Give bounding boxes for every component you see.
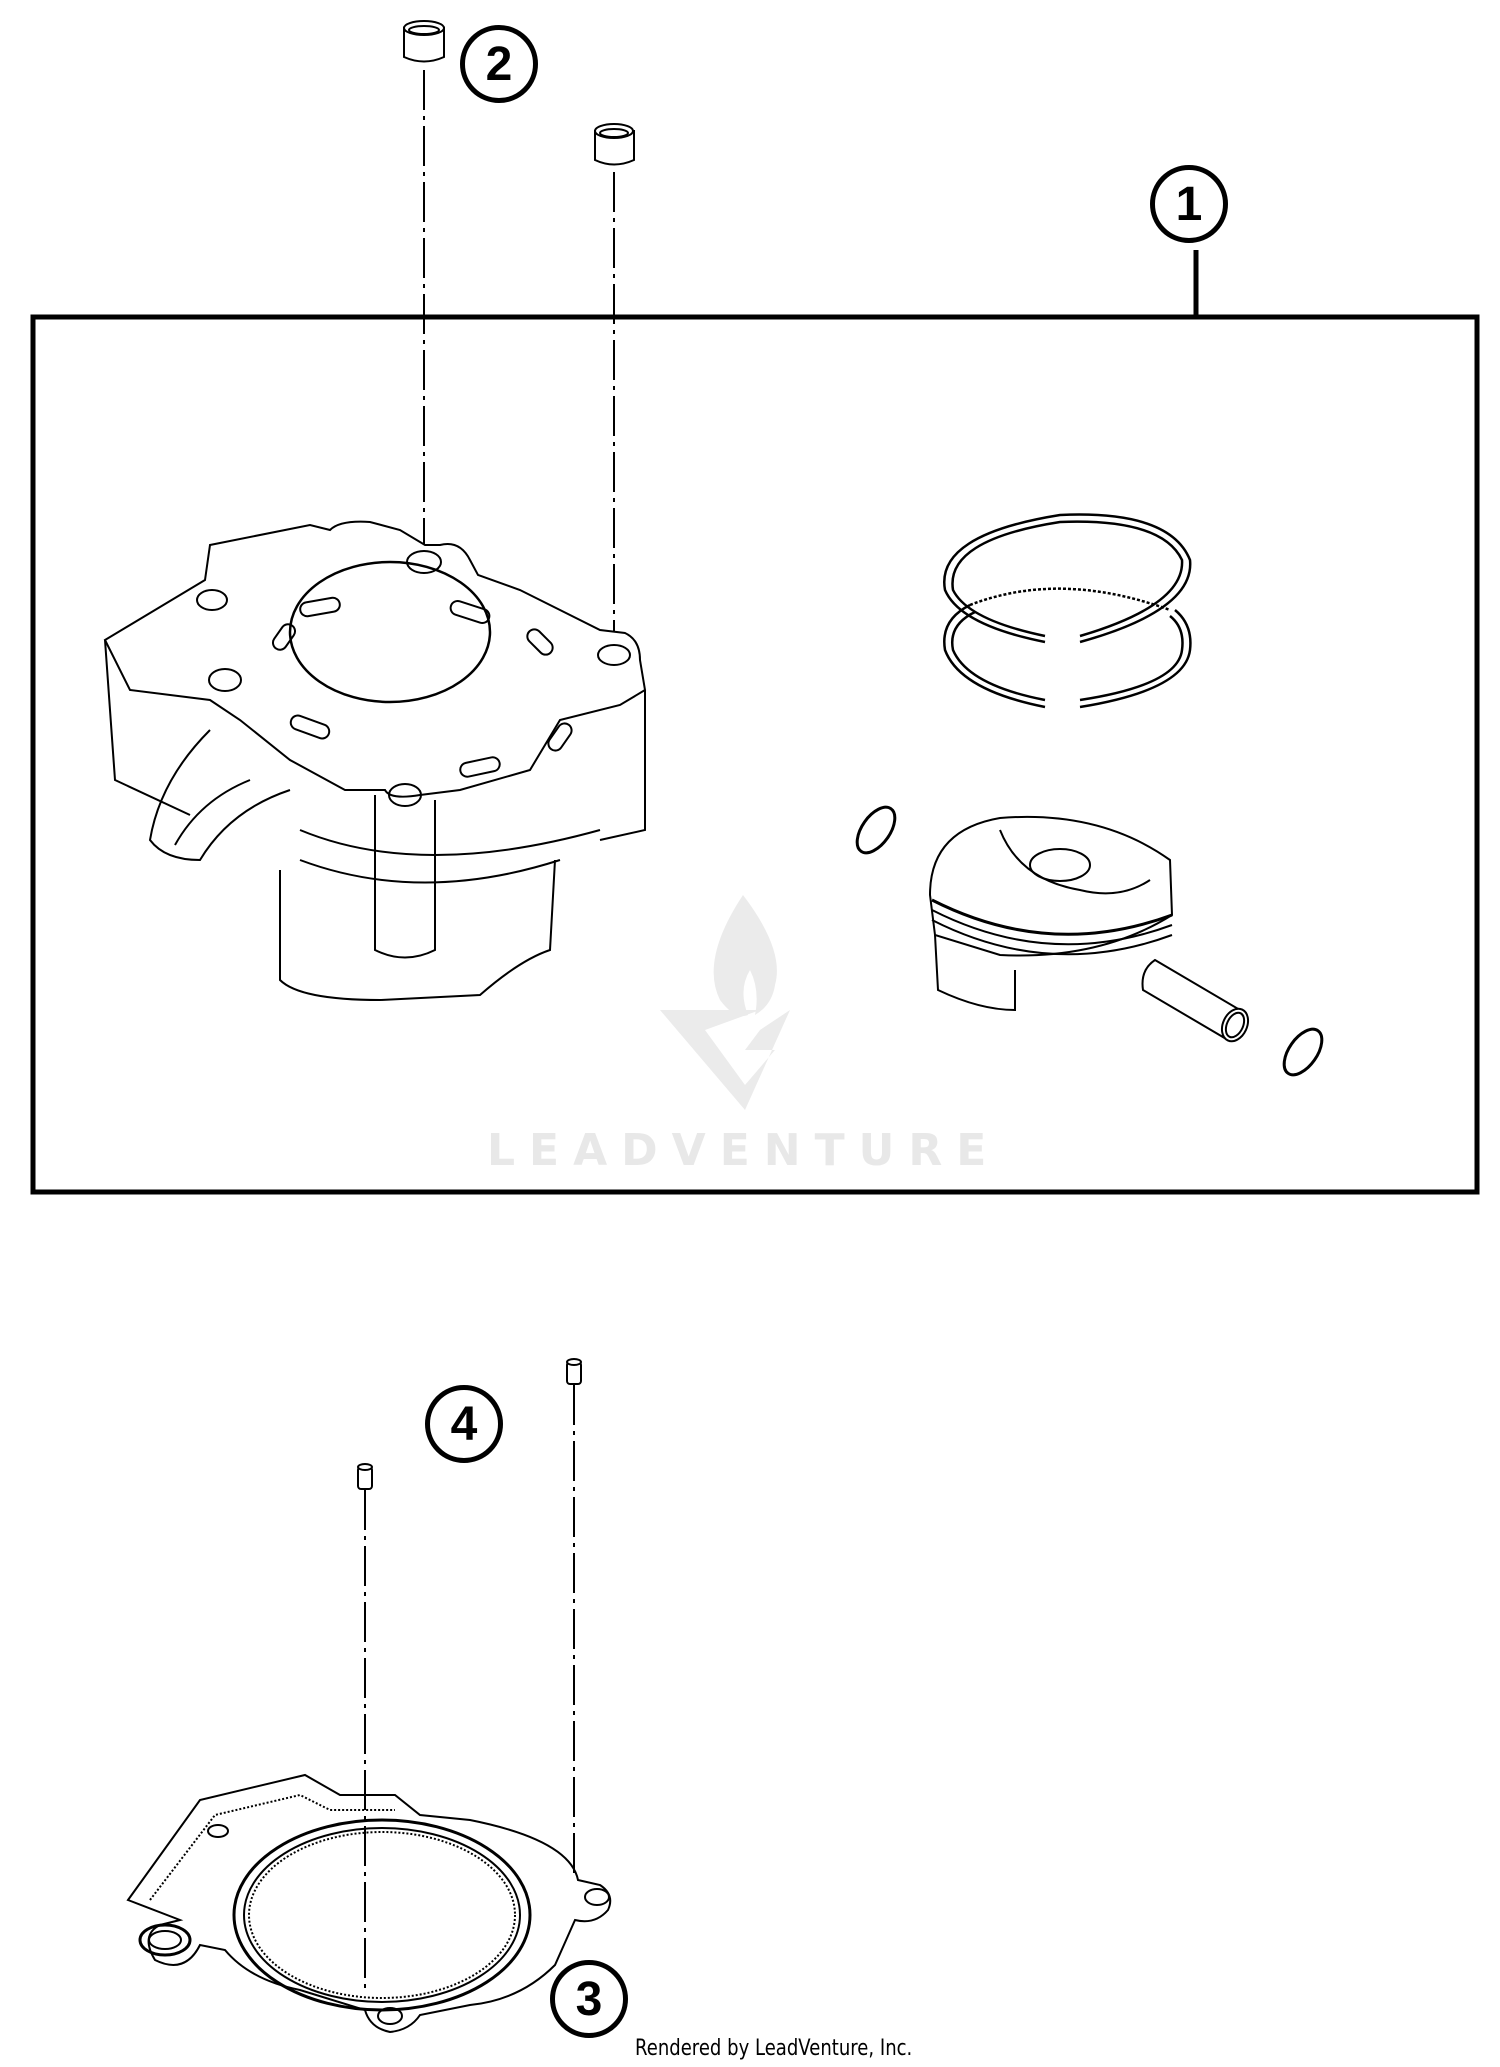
- piston-ring-top: [943, 513, 1192, 644]
- piston: [928, 815, 1174, 1012]
- dowel-pin-left: [357, 1463, 373, 1490]
- callout-1: 1: [1150, 165, 1228, 243]
- dowel-sleeve-right: [594, 123, 635, 166]
- circlip-right: [1282, 1027, 1324, 1077]
- base-gasket: [126, 1773, 612, 2034]
- piston-ring-bottom: [943, 587, 1192, 709]
- circlip-left: [855, 805, 897, 855]
- callout-3: 3: [550, 1960, 628, 2038]
- watermark-text: LEADVENTURE: [487, 1125, 1001, 1176]
- callout-4: 4: [425, 1385, 503, 1463]
- kit-box: [30, 314, 1480, 1195]
- cylinder: [103, 520, 647, 1002]
- piston-pin: [1141, 958, 1250, 1043]
- callout-2: 2: [460, 25, 538, 103]
- dowel-sleeve-left: [403, 20, 445, 63]
- dowel-pin-right: [566, 1358, 582, 1385]
- watermark-logo-icon: [660, 895, 790, 1110]
- credit-text: Rendered by LeadVenture, Inc.: [635, 2036, 913, 2061]
